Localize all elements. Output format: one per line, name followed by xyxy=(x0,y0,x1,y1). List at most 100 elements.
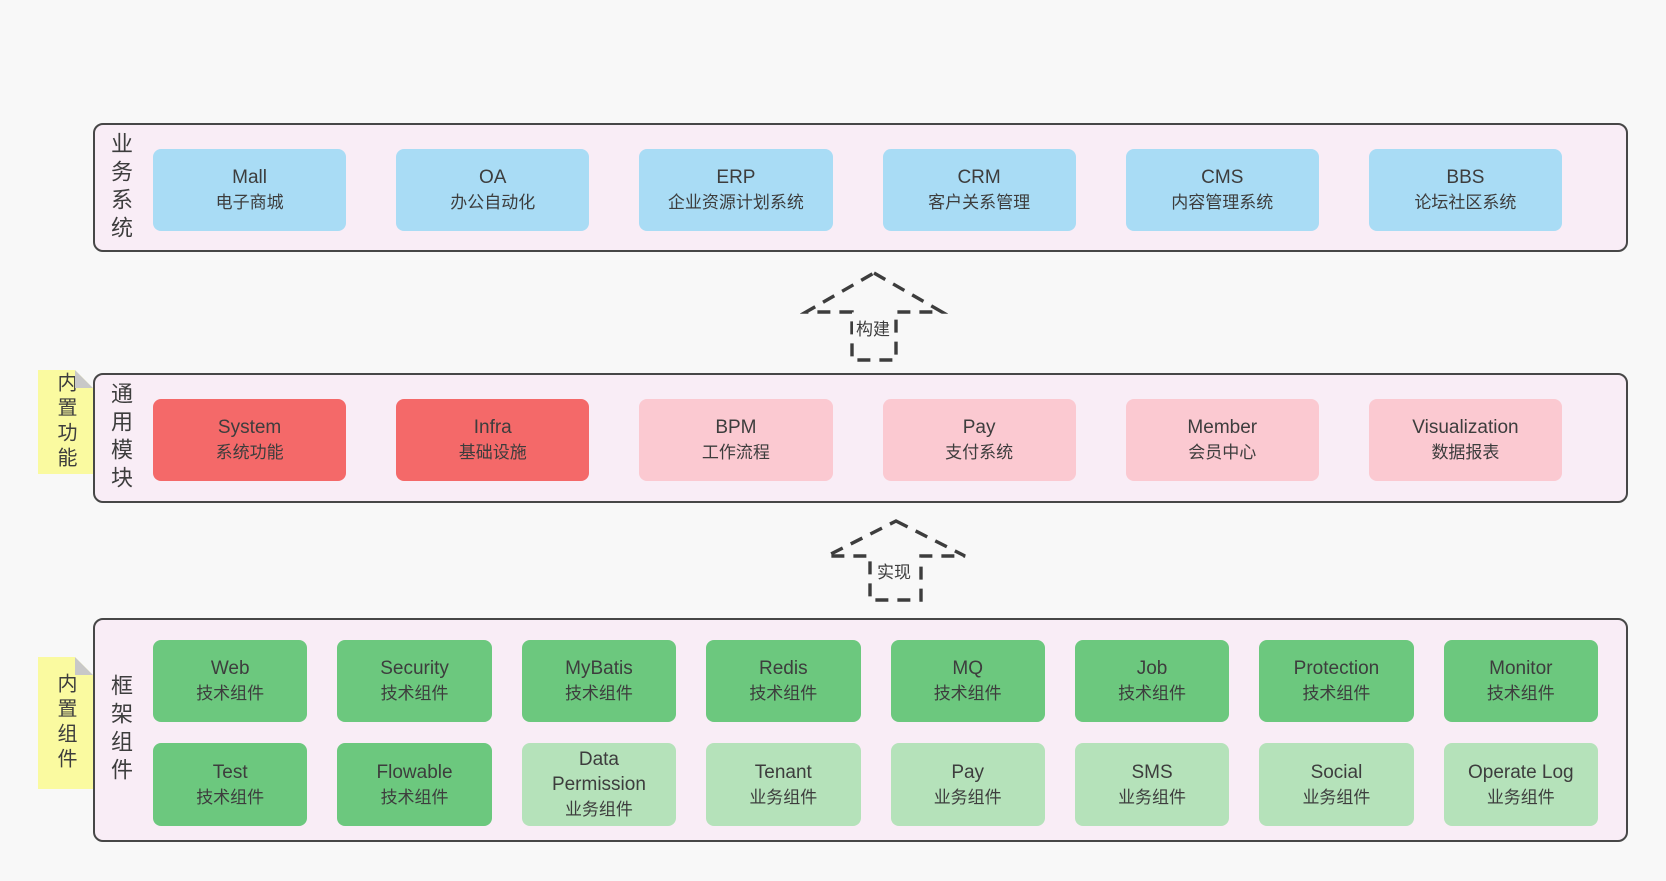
implement-arrow-label: 实现 xyxy=(874,557,914,584)
box-subtitle: 业务组件 xyxy=(933,787,1002,807)
box-visualization: Visualization 数据报表 xyxy=(1368,399,1563,481)
box-infra: Infra 基础设施 xyxy=(396,399,590,481)
box-title: Job xyxy=(1136,658,1168,679)
box-data-permission: Data Permission 业务组件 xyxy=(521,743,677,826)
box-mq: MQ 技术组件 xyxy=(890,640,1045,722)
sticky-note-built-in-components: 内置组件 xyxy=(38,657,93,789)
box-web: Web 技术组件 xyxy=(153,640,308,722)
box-erp: ERP 企业资源计划系统 xyxy=(639,149,833,231)
box-oa: OA 办公自动化 xyxy=(396,149,590,231)
box-mall: Mall 电子商城 xyxy=(153,149,347,231)
box-subtitle: 数据报表 xyxy=(1431,443,1500,462)
box-redis: Redis 技术组件 xyxy=(706,640,861,722)
box-protection: Protection 技术组件 xyxy=(1259,640,1414,722)
box-title: BBS xyxy=(1446,167,1485,188)
box-cms: CMS 内容管理系统 xyxy=(1125,149,1319,231)
box-title: Monitor xyxy=(1489,658,1553,679)
box-title: Visualization xyxy=(1412,417,1519,438)
box-operate-log: Operate Log 业务组件 xyxy=(1443,743,1598,826)
box-subtitle: 技术组件 xyxy=(564,684,633,703)
box-subtitle: 技术组件 xyxy=(196,787,265,807)
box-bbs: BBS 论坛社区系统 xyxy=(1368,149,1563,231)
box-title: Web xyxy=(210,658,250,679)
box-sms: SMS 业务组件 xyxy=(1074,743,1230,826)
business-systems-row: Mall 电子商城 OA 办公自动化 ERP 企业资源计划系统 CRM 客户关系管理 CMS 内容… xyxy=(153,149,1563,231)
box-subtitle: 内容管理系统 xyxy=(1171,193,1274,212)
box-subtitle: 基础设施 xyxy=(458,443,527,462)
box-subtitle: 业务组件 xyxy=(1118,787,1187,807)
box-title: Flowable xyxy=(376,761,453,783)
box-subtitle: 论坛社区系统 xyxy=(1414,193,1517,212)
sticky-note-built-in-components-label: 内置组件 xyxy=(54,673,76,773)
box-monitor: Monitor 技术组件 xyxy=(1443,640,1598,722)
layer-components-label: 框架组件 xyxy=(108,674,133,786)
box-subtitle: 电子商城 xyxy=(215,193,284,212)
box-title: System xyxy=(217,417,282,438)
box-title: MyBatis xyxy=(565,658,633,679)
box-title: Test xyxy=(212,761,248,783)
box-subtitle: 客户关系管理 xyxy=(928,193,1031,212)
box-title: CRM xyxy=(957,167,1001,188)
layer-modules-label: 通用模块 xyxy=(108,382,133,494)
box-crm: CRM 客户关系管理 xyxy=(882,149,1076,231)
box-title: Data Permission xyxy=(551,749,646,795)
box-subtitle: 技术组件 xyxy=(380,787,449,807)
box-subtitle: 业务组件 xyxy=(564,800,633,819)
box-title: CMS xyxy=(1201,167,1244,188)
build-arrow-label: 构建 xyxy=(853,314,893,341)
box-subtitle: 企业资源计划系统 xyxy=(667,193,804,212)
box-title: Infra xyxy=(473,417,512,438)
sticky-note-built-in-features-label: 内置功能 xyxy=(54,372,76,472)
box-title: Pay xyxy=(951,761,985,783)
layer-business-systems: 业务系统 Mall 电子商城 OA 办公自动化 ERP 企业资源计划系统 CRM 客户关系管理… xyxy=(93,123,1628,252)
implement-arrow-icon xyxy=(826,519,966,602)
box-bpm: BPM 工作流程 xyxy=(639,399,833,481)
box-subtitle: 工作流程 xyxy=(701,443,770,462)
box-mybatis: MyBatis 技术组件 xyxy=(521,640,677,722)
box-title: ERP xyxy=(716,167,756,188)
box-member: Member 会员中心 xyxy=(1125,399,1319,481)
box-subtitle: 业务组件 xyxy=(749,787,818,807)
box-title: Social xyxy=(1310,761,1363,783)
box-title: Tenant xyxy=(754,761,812,783)
box-title: Mall xyxy=(232,167,267,188)
box-subtitle: 支付系统 xyxy=(945,443,1014,462)
layer-business-label: 业务系统 xyxy=(108,131,133,244)
box-title: Operate Log xyxy=(1467,761,1574,783)
box-subtitle: 业务组件 xyxy=(1486,787,1555,807)
box-subtitle: 技术组件 xyxy=(1118,684,1187,703)
box-title: Security xyxy=(380,658,449,679)
sticky-note-built-in-features: 内置功能 xyxy=(38,370,93,474)
box-system: System 系统功能 xyxy=(153,399,347,481)
box-subtitle: 技术组件 xyxy=(933,684,1002,703)
box-title: MQ xyxy=(952,658,983,679)
box-pay: Pay 业务组件 xyxy=(890,743,1045,826)
box-job: Job 技术组件 xyxy=(1074,640,1230,722)
box-subtitle: 会员中心 xyxy=(1188,443,1257,462)
box-subtitle: 办公自动化 xyxy=(450,193,536,212)
box-flowable: Flowable 技术组件 xyxy=(337,743,492,826)
box-subtitle: 技术组件 xyxy=(380,684,449,703)
box-tenant: Tenant 业务组件 xyxy=(706,743,861,826)
box-title: SMS xyxy=(1131,761,1173,783)
box-subtitle: 技术组件 xyxy=(749,684,818,703)
box-title: Member xyxy=(1187,417,1258,438)
box-title: OA xyxy=(479,167,507,188)
box-security: Security 技术组件 xyxy=(337,640,492,722)
box-title: Protection xyxy=(1293,658,1380,679)
box-subtitle: 技术组件 xyxy=(196,684,265,703)
box-test: Test 技术组件 xyxy=(153,743,308,826)
box-subtitle: 技术组件 xyxy=(1486,684,1555,703)
box-title: Redis xyxy=(759,658,808,679)
box-title: BPM xyxy=(715,417,757,438)
box-subtitle: 技术组件 xyxy=(1302,684,1371,703)
box-subtitle: 系统功能 xyxy=(215,443,284,462)
